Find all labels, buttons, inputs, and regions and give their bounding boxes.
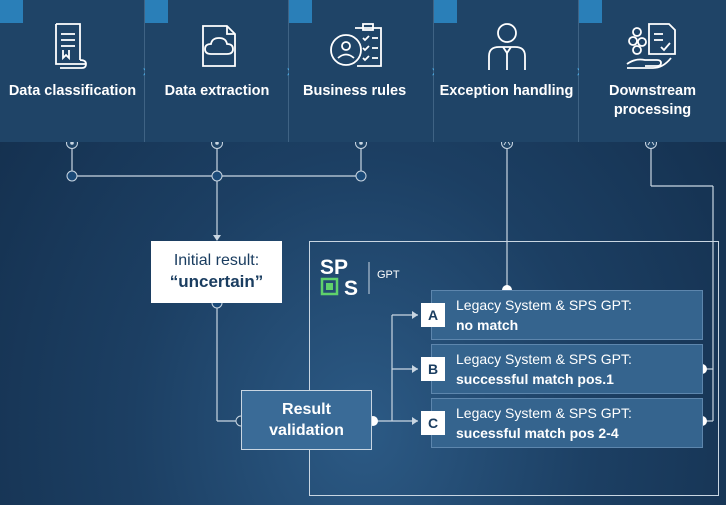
user-checklist-icon: [330, 23, 382, 67]
logo-text-sp: SP: [320, 256, 348, 279]
logo-text-gpt: GPT: [377, 269, 400, 281]
step-label: Data classification: [8, 83, 137, 99]
step-tab: [289, 0, 312, 23]
outcome-result: sucessful match pos 2-4: [456, 425, 619, 441]
person-icon: [488, 23, 526, 70]
outcome-label: Legacy System & SPS GPT:: [456, 297, 632, 313]
cloud-document-icon: [202, 25, 236, 67]
step-label: Data extraction: [164, 83, 270, 99]
sps-gpt-logo: SP S GPT: [320, 256, 400, 298]
outcome-badge: B: [421, 357, 445, 381]
logo-text-s: S: [344, 277, 358, 298]
result-validation-line1: Result: [282, 401, 331, 418]
initial-result-label: Initial result:: [173, 252, 260, 269]
step-data-classification: Data classification: [0, 0, 145, 142]
step-downstream-processing: Downstream processing: [579, 0, 726, 142]
hand-coins-checklist-icon: [626, 23, 676, 69]
outcome-badge: A: [421, 303, 445, 327]
step-tab: [579, 0, 602, 23]
outcome-label: Legacy System & SPS GPT:: [456, 405, 632, 421]
step-tab: [145, 0, 168, 23]
step-label: Downstream processing: [608, 83, 697, 118]
outcome-label: Legacy System & SPS GPT:: [456, 351, 632, 367]
outcome-result: no match: [456, 317, 519, 333]
logo-square-icon: [320, 277, 339, 296]
outcome-c: C Legacy System & SPS GPT: sucessful mat…: [421, 398, 703, 448]
step-tab: [0, 0, 23, 23]
step-exception-handling: Exception handling: [434, 0, 579, 142]
step-label: Business rules: [303, 83, 407, 99]
outcome-result: successful match pos.1: [456, 371, 614, 387]
document-scroll-icon: [55, 23, 87, 69]
initial-result-box: Initial result: “uncertain”: [151, 241, 282, 303]
outcome-b: B Legacy System & SPS GPT: successful ma…: [421, 344, 703, 394]
result-validation-box: Result validation: [241, 390, 372, 450]
step-business-rules: Business rules: [289, 0, 434, 142]
sps-gpt-panel: [309, 241, 719, 496]
outcome-a: A Legacy System & SPS GPT: no match: [421, 290, 703, 340]
result-validation-line2: validation: [269, 422, 344, 439]
outcome-badge: C: [421, 411, 445, 435]
step-data-extraction: Data extraction: [145, 0, 289, 142]
initial-result-value: “uncertain”: [169, 272, 264, 291]
step-tab: [434, 0, 457, 23]
step-label: Exception handling: [439, 83, 574, 99]
